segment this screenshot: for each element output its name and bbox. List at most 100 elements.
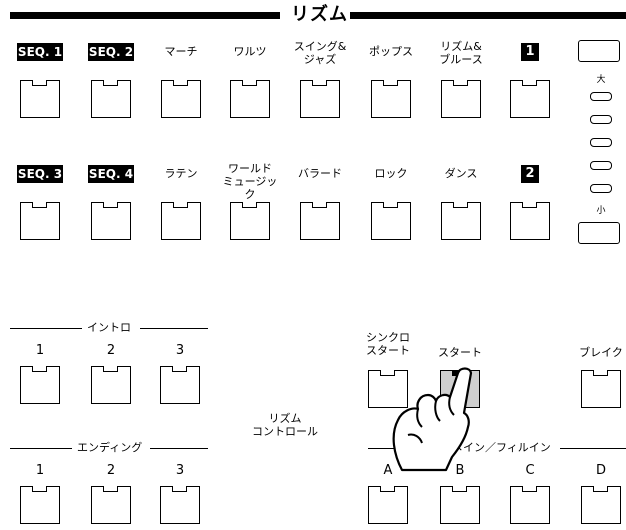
- main_fill-3-led: [593, 486, 608, 492]
- row2-label-4: バラード: [298, 167, 342, 180]
- row2-rhythm-button-7[interactable]: [510, 202, 550, 240]
- main_fill-button-3[interactable]: [581, 486, 621, 524]
- row1-rhythm-4-led: [312, 80, 327, 86]
- row1-label-6: リズム& ブルース: [439, 40, 483, 66]
- main_fill-number-2: C: [525, 463, 535, 478]
- row2-rhythm-button-2[interactable]: [161, 202, 201, 240]
- main_fill-number-1: B: [455, 463, 465, 478]
- header-rule-left: [10, 12, 280, 19]
- row2-rhythm-button-5[interactable]: [371, 202, 411, 240]
- row2-label-2: ラテン: [164, 167, 198, 180]
- row1-label-1: SEQ. 2: [88, 43, 134, 61]
- row1-label-0: SEQ. 1: [17, 43, 63, 61]
- pressing-hand-icon: [392, 367, 473, 472]
- row2-rhythm-7-led: [522, 202, 537, 208]
- row2-rhythm-button-6[interactable]: [441, 202, 481, 240]
- row2-label-5: ロック: [374, 167, 408, 180]
- volume-led: [590, 115, 612, 124]
- intro-1-led: [103, 366, 118, 372]
- volume-led: [590, 92, 612, 101]
- row1-rhythm-button-6[interactable]: [441, 80, 481, 118]
- row2-rhythm-5-led: [383, 202, 398, 208]
- volume-led: [590, 184, 612, 193]
- main_fill-button-1[interactable]: [440, 486, 480, 524]
- rhythm-control-label: リズム コントロール: [252, 412, 318, 438]
- row1-rhythm-3-led: [242, 80, 257, 86]
- row2-rhythm-button-3[interactable]: [230, 202, 270, 240]
- row1-rhythm-6-led: [453, 80, 468, 86]
- row1-rhythm-button-7[interactable]: [510, 80, 550, 118]
- intro-0-led: [32, 366, 47, 372]
- row1-rhythm-button-2[interactable]: [161, 80, 201, 118]
- row1-rhythm-button-4[interactable]: [300, 80, 340, 118]
- header-rule-right: [350, 12, 626, 19]
- row2-rhythm-0-led: [32, 202, 47, 208]
- row1-label-5: ポップス: [369, 45, 413, 58]
- row1-rhythm-button-0[interactable]: [20, 80, 60, 118]
- row1-rhythm-2-led: [173, 80, 188, 86]
- ending-1-led: [103, 486, 118, 492]
- main_fill-2-led: [522, 486, 537, 492]
- break-button[interactable]: [581, 370, 621, 408]
- row1-rhythm-button-3[interactable]: [230, 80, 270, 118]
- start-label: スタート: [438, 346, 482, 359]
- sync-start-led: [380, 370, 395, 376]
- row2-rhythm-button-0[interactable]: [20, 202, 60, 240]
- row2-rhythm-3-led: [242, 202, 257, 208]
- intro-2-led: [172, 366, 187, 372]
- intro-button-0[interactable]: [20, 366, 60, 404]
- row2-rhythm-6-led: [453, 202, 468, 208]
- intro-number-0: 1: [35, 343, 45, 358]
- row1-rhythm-button-5[interactable]: [371, 80, 411, 118]
- volume-min-label: 小: [596, 206, 606, 216]
- row2-label-6: ダンス: [444, 167, 478, 180]
- volume-down-button[interactable]: [578, 222, 620, 244]
- ending-button-0[interactable]: [20, 486, 60, 524]
- row1-label-3: ワルツ: [233, 45, 267, 58]
- row2-rhythm-4-led: [312, 202, 327, 208]
- sync-start-label: シンクロ スタート: [366, 331, 410, 357]
- row1-label-7: 1: [521, 43, 539, 61]
- row1-label-2: マーチ: [164, 45, 198, 58]
- ending-0-led: [32, 486, 47, 492]
- volume-led: [590, 161, 612, 170]
- row1-rhythm-0-led: [32, 80, 47, 86]
- ending-button-1[interactable]: [91, 486, 131, 524]
- header-title: リズム: [291, 4, 348, 25]
- break-led: [593, 370, 608, 376]
- intro-button-1[interactable]: [91, 366, 131, 404]
- intro-number-2: 3: [175, 343, 185, 358]
- main_fill-button-2[interactable]: [510, 486, 550, 524]
- ending-number-1: 2: [106, 463, 116, 478]
- ending-rule-left: [10, 448, 72, 449]
- volume-max-label: 大: [596, 75, 606, 85]
- sync-start-button[interactable]: [368, 370, 408, 408]
- ending-title: エンディング: [77, 441, 143, 454]
- row2-rhythm-button-4[interactable]: [300, 202, 340, 240]
- ending-button-2[interactable]: [160, 486, 200, 524]
- intro-rule-left: [10, 328, 82, 329]
- main_fill-button-0[interactable]: [368, 486, 408, 524]
- row1-rhythm-button-1[interactable]: [91, 80, 131, 118]
- row2-label-7: 2: [521, 165, 539, 183]
- volume-up-button[interactable]: [578, 40, 620, 62]
- row2-label-1: SEQ. 4: [88, 165, 134, 183]
- main_fill-1-led: [452, 486, 467, 492]
- row1-label-4: スイング& ジャズ: [293, 40, 347, 66]
- main-fill-title: メイン／フィルイン: [452, 441, 551, 454]
- main_fill-number-3: D: [595, 463, 606, 478]
- ending-number-2: 3: [175, 463, 185, 478]
- row2-rhythm-button-1[interactable]: [91, 202, 131, 240]
- row1-rhythm-5-led: [383, 80, 398, 86]
- main_fill-number-0: A: [383, 463, 393, 478]
- ending-2-led: [172, 486, 187, 492]
- ending-rule-right: [150, 448, 208, 449]
- volume-led: [590, 138, 612, 147]
- row2-label-3: ワールド ミュージック: [222, 162, 278, 201]
- main_fill-0-led: [380, 486, 395, 492]
- intro-button-2[interactable]: [160, 366, 200, 404]
- main-fill-rule-right: [560, 448, 626, 449]
- intro-number-1: 2: [106, 343, 116, 358]
- row2-rhythm-1-led: [103, 202, 118, 208]
- ending-number-0: 1: [35, 463, 45, 478]
